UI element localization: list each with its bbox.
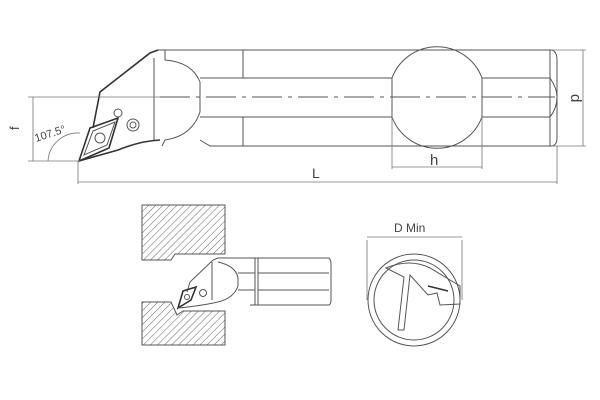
dim-L-label: L [312, 165, 320, 181]
head-bottom [78, 139, 161, 162]
small-insert [176, 285, 198, 310]
shank-end [549, 50, 558, 146]
cross-section-circle [391, 46, 483, 149]
workpiece-top [141, 204, 226, 261]
dim-dmin-label: D Min [394, 221, 425, 235]
shank-outline [158, 49, 558, 147]
boring-bar-side-view [77, 46, 558, 163]
head-body [153, 50, 201, 147]
clamp-screw-icon [126, 118, 140, 132]
small-bar [186, 257, 332, 306]
angle-arc [47, 132, 81, 162]
insert [77, 108, 123, 163]
dim-h-label: h [430, 152, 438, 169]
dim-f-label: f [7, 126, 22, 130]
head-outline [92, 49, 159, 129]
shank-flats [200, 50, 550, 146]
dim-d-label: d [567, 94, 584, 102]
workpiece-bottom [141, 301, 226, 346]
bore-end-view: D Min [366, 221, 463, 347]
dim-angle-label: 107.5° [33, 124, 67, 145]
dimensions: f 107.5° L h d [7, 49, 586, 184]
boring-application-view [141, 204, 332, 346]
